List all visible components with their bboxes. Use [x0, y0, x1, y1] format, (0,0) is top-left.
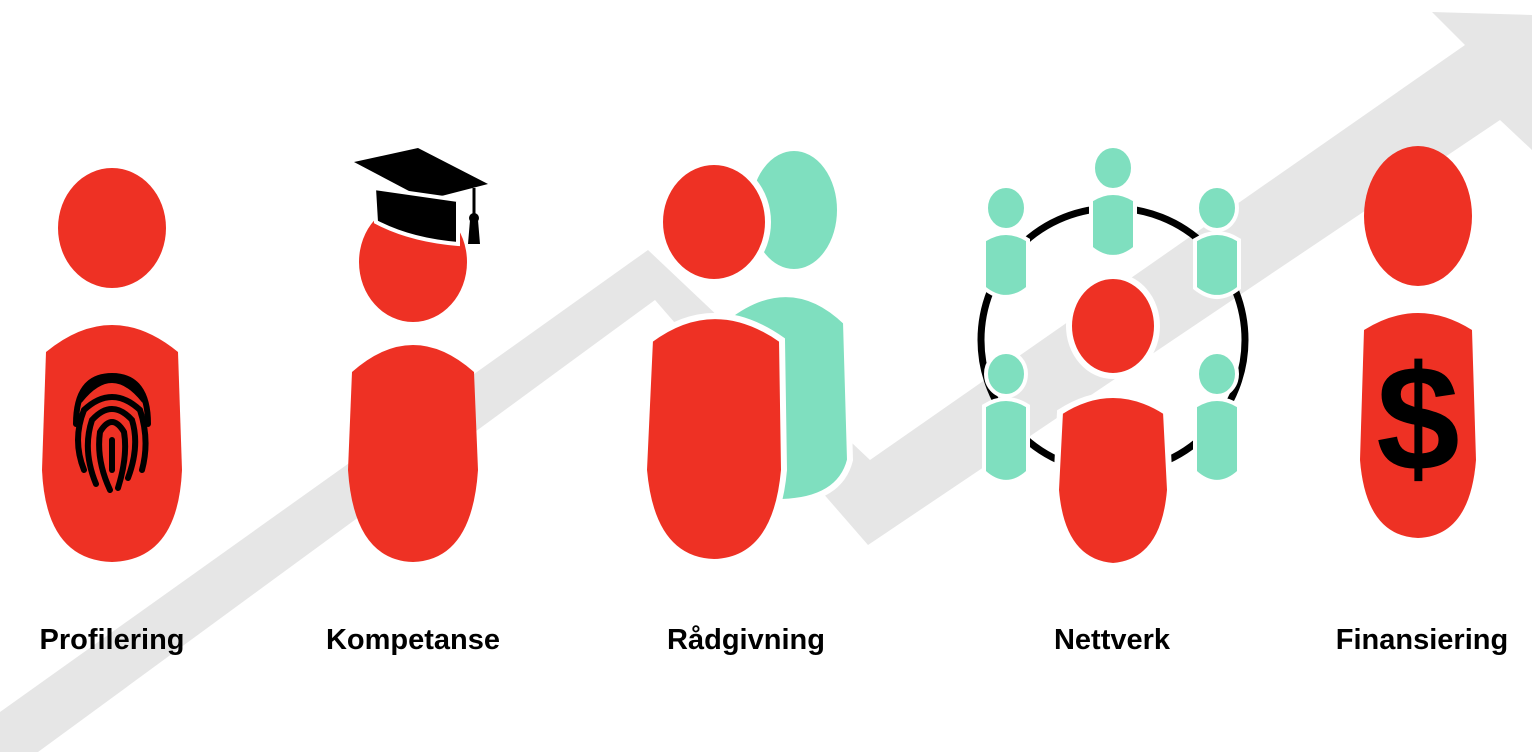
- advisor-pair-icon: [640, 145, 854, 566]
- peer-node: [982, 350, 1030, 484]
- figure-head: [1066, 273, 1160, 379]
- peer-node: [1193, 184, 1241, 299]
- step-label-finansiering: Finansiering: [1335, 624, 1509, 656]
- finance-figure: $: [1360, 146, 1476, 538]
- figure-body: [348, 345, 478, 562]
- step-label-nettverk: Nettverk: [1053, 624, 1171, 656]
- competence-figure: [348, 148, 488, 562]
- profile-figure: [42, 168, 182, 562]
- peer-node: [1193, 350, 1241, 484]
- graduation-cap-icon: [354, 148, 488, 247]
- figure-head: [1364, 146, 1472, 286]
- figure-body: [1360, 313, 1476, 538]
- step-label-profilering: Profilering: [39, 624, 185, 656]
- dollar-icon: $: [1376, 334, 1459, 502]
- step-label-kompetanse: Kompetanse: [325, 624, 501, 656]
- peer-node: [982, 184, 1030, 299]
- figure-body: [640, 313, 788, 566]
- peer-node: [1089, 144, 1137, 259]
- network-circle-icon: [977, 144, 1249, 570]
- fingerprint-icon: [73, 372, 151, 493]
- figure-head: [657, 159, 771, 285]
- figure-head: [58, 168, 166, 288]
- step-label-radgivning: Rådgivning: [667, 624, 825, 656]
- figure-body: [1052, 392, 1174, 570]
